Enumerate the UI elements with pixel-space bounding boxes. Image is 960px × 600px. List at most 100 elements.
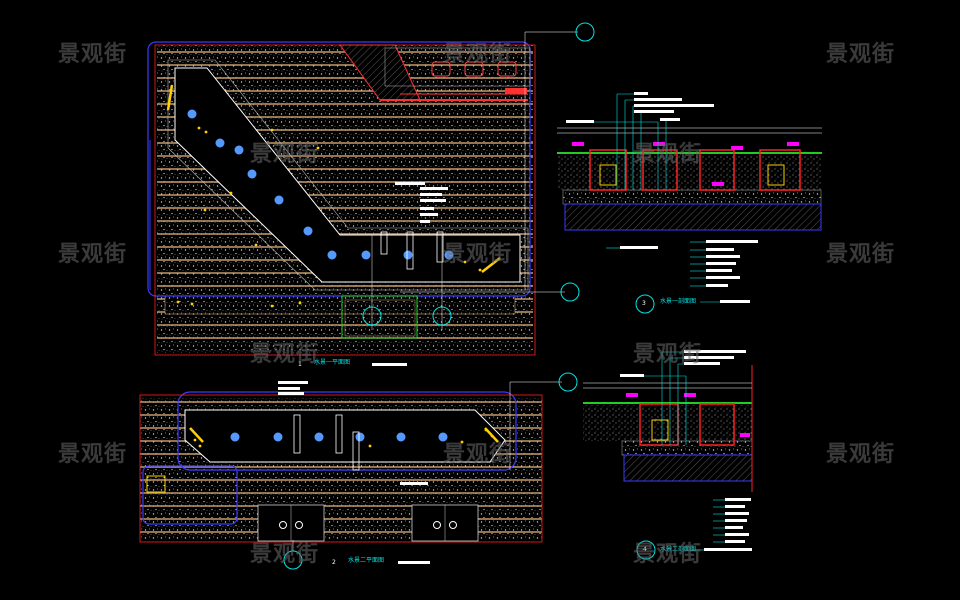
watermark-text: 景观街 [58, 442, 128, 467]
plan-2-annotation-bars [278, 381, 430, 564]
light-marker [355, 432, 365, 442]
accent-dot [204, 130, 208, 134]
annotation-bar [395, 182, 425, 185]
callout-plan-1-number: 1 [298, 361, 302, 368]
annotation-bar [634, 104, 714, 107]
plan-2-drawing [139, 372, 578, 570]
accent-dot [190, 302, 194, 306]
annotation-bar [634, 110, 674, 113]
annotation-bar [706, 248, 734, 251]
accent-dot [463, 260, 467, 264]
accent-dot [368, 444, 372, 448]
light-marker [327, 250, 337, 260]
pump-pit [341, 295, 418, 339]
section-2-title: 水景二剖面图 [660, 546, 697, 553]
section-2-drawing [583, 350, 753, 560]
plan-1-underwater-lights [166, 84, 501, 308]
watermark-text: 景观街 [250, 542, 320, 567]
light-marker [274, 195, 284, 205]
plan-1-annotation-bars [372, 182, 448, 366]
edge-light [189, 427, 204, 443]
annotation-bar [566, 120, 594, 123]
annotation-bar [372, 363, 407, 366]
nozzle-bar [380, 231, 388, 255]
watermark-text: 景观街 [58, 242, 128, 267]
accent-dot [229, 191, 233, 195]
annotation-bar [660, 118, 680, 121]
watermark-text: 景观街 [633, 542, 703, 567]
watermark-text: 景观街 [633, 142, 703, 167]
edge-light [166, 84, 174, 111]
accent-dot [254, 243, 258, 247]
annotation-bar [706, 269, 732, 272]
annotation-bar [706, 262, 736, 265]
edge-light [484, 427, 499, 443]
light-marker [234, 145, 244, 155]
annotation-bar [725, 540, 745, 543]
watermark-text: 景观街 [443, 442, 513, 467]
callout-plan-2-number: 2 [332, 559, 336, 566]
accent-dot [198, 444, 202, 448]
nozzle-bar [436, 231, 444, 263]
annotation-bar [634, 92, 648, 95]
watermark-text: 景观街 [58, 42, 128, 67]
annotation-bar [706, 255, 740, 258]
watermark-text: 景观街 [826, 442, 896, 467]
accent-dot [203, 208, 207, 212]
light-marker [361, 250, 371, 260]
nozzle-bar [352, 431, 360, 471]
annotation-bar [420, 193, 442, 196]
accent-dot [193, 438, 197, 442]
plan-1-boundary [147, 41, 531, 297]
annotation-bar [704, 548, 752, 551]
plan-2-underwater-lights [189, 414, 499, 471]
light-marker [247, 169, 257, 179]
annotation-bar [278, 387, 300, 390]
nozzle-bar [293, 414, 301, 454]
seating [431, 61, 517, 77]
plan-1-water-channel [174, 67, 521, 283]
annotation-bar [634, 98, 682, 101]
accent-dot [270, 128, 274, 132]
watermark-text: 景观街 [443, 242, 513, 267]
accent-dot [197, 126, 201, 130]
watermark-text: 景观街 [826, 42, 896, 67]
light-marker [187, 109, 197, 119]
annotation-bar [706, 284, 728, 287]
light-marker [438, 432, 448, 442]
annotation-bar [725, 519, 747, 522]
annotation-bar [725, 498, 751, 501]
annotation-bar [684, 362, 720, 365]
annotation-bar [684, 356, 734, 359]
edge-light [481, 257, 501, 273]
accent-dot [176, 300, 180, 304]
annotation-bar [400, 482, 428, 485]
annotation-bar [278, 381, 308, 384]
annotation-bar [420, 220, 430, 223]
accent-dot [478, 268, 482, 272]
light-marker [273, 432, 283, 442]
callout-section-1-number: 3 [642, 300, 646, 307]
annotation-bar [706, 240, 758, 243]
light-marker [215, 138, 225, 148]
annotation-bar [725, 505, 745, 508]
annotation-bar [420, 199, 446, 202]
light-marker [230, 432, 240, 442]
plan-2-title: 水景二平面图 [348, 557, 385, 564]
annotation-bar [420, 213, 438, 216]
section-2-leader-lines [620, 350, 752, 551]
watermark-text: 景观街 [250, 342, 320, 367]
watermark-text: 景观街 [250, 142, 320, 167]
annotation-bar [706, 276, 740, 279]
nozzle-bar [335, 414, 343, 454]
watermark-text: 景观街 [443, 42, 513, 67]
nozzle-bar [406, 231, 414, 270]
light-marker [403, 250, 413, 260]
section-1-title: 水景一剖面图 [660, 298, 697, 305]
annotation-bar [620, 246, 658, 249]
plan-1-title: 水景一平面图 [314, 359, 351, 366]
annotation-bar [684, 350, 746, 353]
light-marker [444, 250, 454, 260]
light-marker [303, 226, 313, 236]
